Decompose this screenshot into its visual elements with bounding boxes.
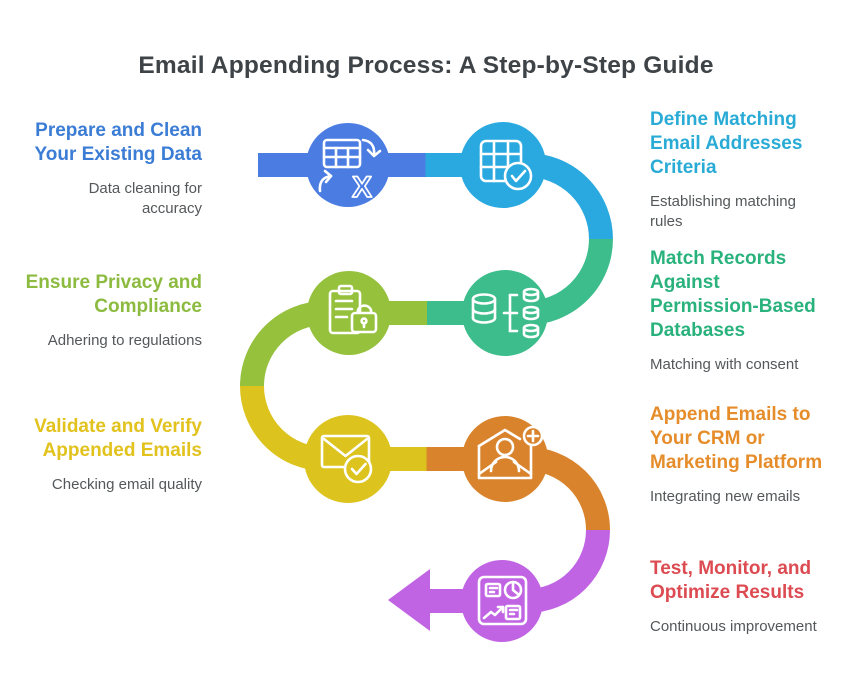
step-subtitle: Checking email quality — [51, 476, 202, 493]
step-subtitle: Establishing matching rules — [650, 193, 796, 230]
step-label-prepare-clean-data: Prepare and Clean Your Existing Data Dat… — [0, 119, 202, 219]
flow-connector-band — [240, 153, 613, 613]
step-heading: Match Records Against Permission-Based D… — [650, 248, 816, 341]
table-clean-icon: X — [318, 138, 382, 205]
step-subtitle: Data cleaning for accuracy — [88, 180, 202, 217]
step-label-match-records: Match Records Against Permission-Based D… — [650, 247, 845, 375]
page-title: Email Appending Process: A Step-by-Step … — [138, 52, 714, 79]
step-circle-2 — [460, 122, 546, 208]
report-dashboard-icon — [477, 575, 528, 626]
step-label-define-matching-criteria: Define Matching Email Addresses Criteria… — [650, 108, 845, 232]
step-heading: Prepare and Clean Your Existing Data — [34, 120, 202, 165]
flow-arrowhead — [388, 569, 430, 631]
step-subtitle: Adhering to regulations — [47, 332, 202, 349]
step-subtitle: Integrating new emails — [650, 488, 801, 505]
flow-curve-right-2 — [502, 447, 610, 613]
step-label-validate-verify: Validate and Verify Appended Emails Chec… — [0, 415, 202, 495]
flow-curve-right-1 — [503, 153, 613, 325]
step-circle-3 — [307, 271, 391, 355]
step-heading: Test, Monitor, and Optimize Results — [650, 558, 812, 603]
step-heading: Validate and Verify Appended Emails — [34, 416, 202, 461]
step-subtitle: Matching with consent — [650, 356, 799, 373]
database-match-icon — [471, 287, 540, 339]
flow-curve-left — [240, 301, 349, 471]
clipboard-lock-icon — [328, 284, 378, 335]
step-heading: Ensure Privacy and Compliance — [25, 272, 202, 317]
contact-add-email-icon — [477, 425, 544, 480]
step-subtitle: Continuous improvement — [650, 618, 817, 635]
step-heading: Append Emails to Your CRM or Marketing P… — [650, 404, 823, 473]
svg-text:X: X — [352, 171, 372, 204]
step-circle-7 — [461, 560, 543, 642]
step-label-append-emails-crm: Append Emails to Your CRM or Marketing P… — [650, 403, 845, 507]
email-check-icon — [320, 434, 373, 484]
grid-check-icon — [479, 139, 533, 191]
step-label-test-monitor-optimize: Test, Monitor, and Optimize Results Cont… — [650, 557, 845, 637]
step-heading: Define Matching Email Addresses Criteria — [650, 109, 803, 178]
step-label-privacy-compliance: Ensure Privacy and Compliance Adhering t… — [0, 271, 202, 351]
